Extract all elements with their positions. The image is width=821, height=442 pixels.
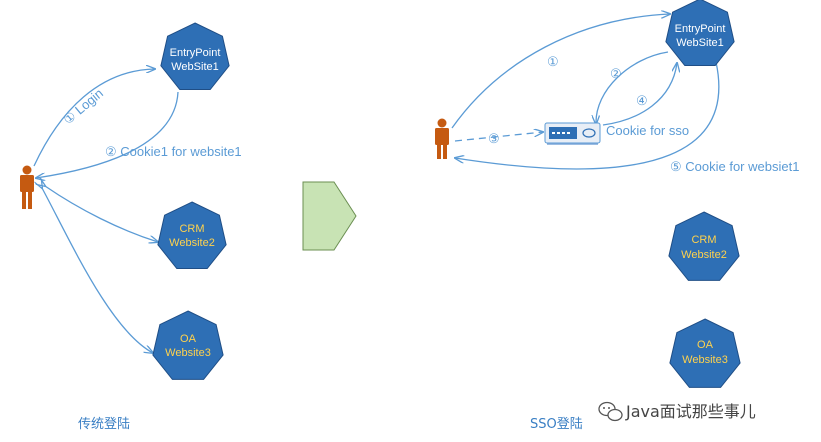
left-panel: ① Login ② Cookie1 for website1 EntryPoin…: [20, 22, 242, 432]
node-crm-website2: CRM Website2: [668, 211, 740, 281]
label-sso-cookie: Cookie for sso: [606, 123, 689, 138]
edge-step1: [451, 14, 670, 129]
right-panel: ① ② ④ ③ Cookie for sso ⑤ Cookie for webs…: [435, 0, 799, 432]
person-icon: [20, 165, 34, 209]
node-title: OA: [697, 339, 714, 351]
label-step1: ①: [547, 54, 559, 69]
node-title: EntryPoint: [675, 23, 726, 35]
watermark-text: Java面试那些事儿: [625, 402, 756, 421]
edge-step2: [596, 51, 669, 124]
label-step5: ⑤ Cookie for websiet1: [670, 159, 799, 174]
label-step3: ③: [488, 131, 500, 146]
watermark: Java面试那些事儿: [598, 401, 756, 422]
label-step4: ④: [636, 93, 648, 108]
node-subtitle: Website2: [169, 237, 215, 249]
person-icon: [435, 118, 449, 159]
node-title: EntryPoint: [170, 47, 221, 59]
transition-arrow-shape: [302, 181, 357, 251]
edge-user-oa: [42, 188, 153, 353]
label-login: ① Login: [60, 86, 106, 128]
node-subtitle: Website3: [165, 347, 211, 359]
node-subtitle: Website3: [682, 354, 728, 366]
wechat-icon: [598, 401, 623, 422]
node-entrypoint-website1: EntryPoint WebSite1: [160, 22, 230, 90]
node-subtitle: WebSite1: [171, 61, 219, 73]
edge-step4: [602, 63, 677, 126]
node-oa-website3: OA Website3: [152, 310, 224, 380]
node-subtitle: Website2: [681, 249, 727, 261]
node-oa-website3: OA Website3: [669, 318, 741, 388]
label-cookie-website1: ② Cookie1 for website1: [105, 144, 242, 159]
edge-login: [33, 69, 155, 167]
sso-server-icon: [544, 122, 601, 145]
caption-traditional-login: 传统登陆: [78, 416, 130, 432]
node-title: CRM: [179, 223, 204, 235]
node-title: CRM: [691, 234, 716, 246]
node-crm-website2: CRM Website2: [157, 201, 227, 269]
edge-user-crm: [45, 186, 158, 242]
node-title: OA: [180, 333, 197, 345]
edge-step3: [454, 132, 543, 142]
label-step2: ②: [610, 66, 622, 81]
caption-sso-login: SSO登陆: [530, 416, 583, 432]
edge-step5: [455, 61, 720, 170]
node-entrypoint-website1: EntryPoint WebSite1: [665, 0, 735, 66]
node-subtitle: WebSite1: [676, 37, 724, 49]
edge-cookie-website1: [36, 91, 179, 178]
